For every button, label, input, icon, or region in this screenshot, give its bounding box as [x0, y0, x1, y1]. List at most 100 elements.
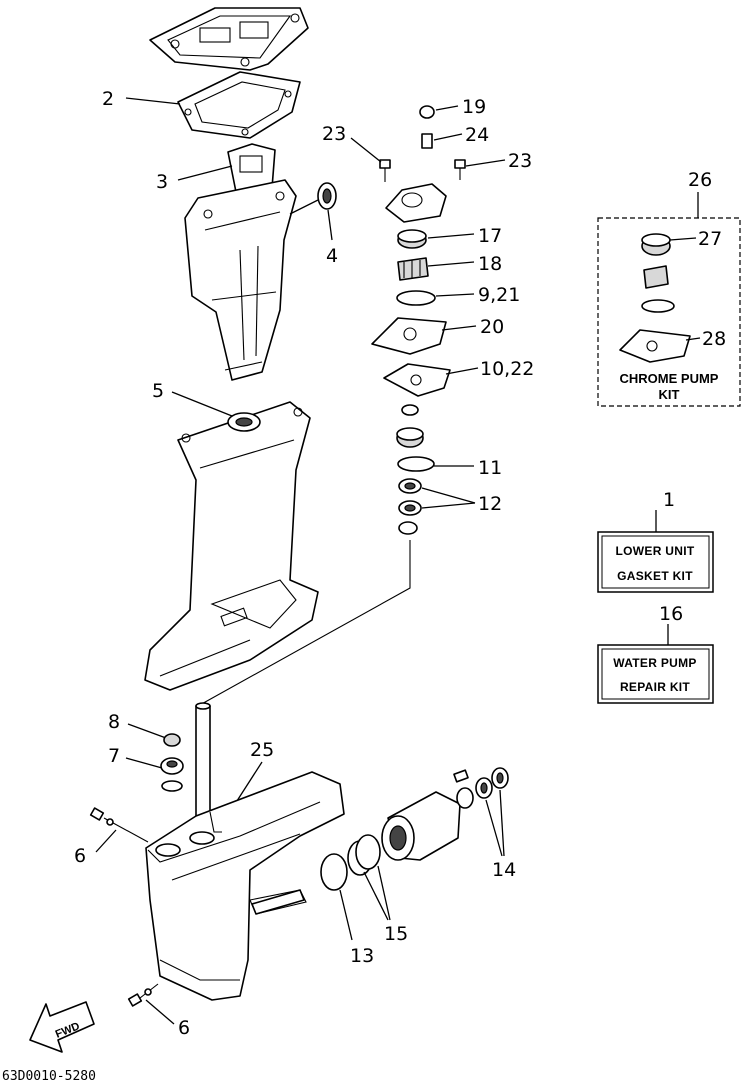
callout-3: 3	[156, 171, 168, 193]
callout-1: 1	[663, 489, 675, 511]
lower-unit-kit-label-1: LOWER UNIT	[616, 544, 695, 558]
grommet-part	[419, 105, 435, 119]
callout-24: 24	[465, 124, 489, 146]
leader-2	[125, 97, 181, 105]
callout-4: 4	[326, 245, 338, 267]
callout-20: 20	[480, 316, 504, 338]
callout-28: 28	[702, 328, 726, 350]
leader-23b	[465, 159, 506, 167]
leader-4	[327, 209, 333, 241]
chrome-impeller-part	[643, 265, 669, 289]
callout-12: 12	[478, 493, 502, 515]
leader-5	[171, 391, 233, 417]
callout-16: 16	[659, 603, 683, 625]
callout-13: 13	[350, 945, 374, 967]
impeller-part	[397, 257, 429, 281]
callout-11: 11	[478, 457, 502, 479]
bolt-part-lower	[127, 983, 159, 1007]
grommet-nut-part	[163, 733, 181, 747]
pump-housing-part	[385, 183, 447, 223]
leader-14a	[485, 799, 503, 857]
leader-15a	[363, 871, 389, 921]
water-tube-plate-part	[227, 143, 276, 193]
propeller-shaft-part	[251, 889, 305, 915]
bearing-housing-gasket-part	[320, 853, 348, 891]
callout-5: 5	[152, 380, 164, 402]
callout-23a: 23	[322, 123, 346, 145]
chrome-kit-label-2: KIT	[659, 387, 680, 402]
leader-10-22	[445, 367, 479, 375]
propeller-shaft-seal-part	[475, 767, 509, 799]
drive-shaft-tube-part	[195, 702, 211, 839]
o-ring-pair-part	[347, 834, 381, 876]
callout-14: 14	[492, 859, 516, 881]
leader-8	[127, 723, 167, 739]
callout-27: 27	[698, 228, 722, 250]
leader-24	[433, 133, 463, 141]
leader-23a	[350, 137, 382, 163]
leader-28	[685, 337, 701, 341]
leader-14b	[499, 789, 505, 857]
upper-casing-part	[184, 179, 297, 381]
chrome-kit-label-1: CHROME PUMP	[620, 371, 719, 386]
o-ring-part	[396, 290, 436, 306]
leader-12b	[421, 502, 476, 509]
callout-17: 17	[478, 225, 502, 247]
pump-base-part	[396, 427, 424, 448]
leader-13	[339, 889, 353, 941]
callout-2: 2	[102, 88, 114, 110]
fwd-arrow-icon	[29, 1001, 95, 1053]
needle-bearing-part	[456, 787, 474, 809]
seal-part	[160, 757, 184, 792]
leader-6b	[145, 999, 175, 1025]
leader-4a	[289, 199, 319, 215]
o-ring-small-part	[397, 456, 435, 472]
pump-gasket-part	[383, 363, 451, 397]
chrome-cartridge-part	[641, 233, 671, 256]
callout-15: 15	[384, 923, 408, 945]
water-pump-kit-label-2: REPAIR KIT	[620, 680, 690, 694]
small-washer-part	[401, 404, 419, 416]
lower-unit-kit-label-2: GASKET KIT	[617, 569, 693, 583]
bearing-housing-part	[381, 769, 469, 861]
leader-15b	[377, 865, 391, 921]
leader-3	[177, 165, 233, 181]
drawing-code: 63D0010-5280	[2, 1069, 96, 1084]
bolt-part-right	[454, 159, 466, 180]
leader-27	[669, 237, 697, 241]
water-pump-kit-label-1: WATER PUMP	[613, 656, 696, 670]
callout-25: 25	[250, 739, 274, 761]
oil-seal-part	[317, 182, 337, 210]
lower-casing-part	[144, 401, 319, 691]
callout-23b: 23	[508, 150, 532, 172]
callout-26: 26	[688, 169, 712, 191]
chrome-pump-kit-box	[597, 217, 741, 407]
outer-plate-part	[371, 317, 447, 355]
bolt-part-left	[379, 159, 391, 182]
callout-8: 8	[108, 711, 120, 733]
callout-6b: 6	[178, 1017, 190, 1039]
leader-7	[125, 757, 163, 769]
gear-case-part	[145, 771, 345, 1001]
shaft-guide-line	[197, 540, 411, 707]
water-pump-repair-kit-box	[597, 644, 714, 704]
callout-10-22: 10,22	[480, 358, 534, 380]
callout-7: 7	[108, 745, 120, 767]
leader-20	[441, 325, 477, 331]
callout-6a: 6	[74, 845, 86, 867]
bolt-part-upper	[89, 807, 149, 843]
lower-washer-part	[398, 521, 418, 535]
leader-6a	[95, 829, 117, 853]
callout-18: 18	[478, 253, 502, 275]
leader-17	[427, 233, 475, 239]
leader-12a	[421, 487, 476, 504]
lower-unit-gasket-kit-box	[597, 531, 714, 593]
upper-gasket-part	[177, 71, 301, 139]
callout-9-21: 9,21	[478, 284, 520, 306]
chrome-o-ring-part	[641, 299, 675, 313]
collar-part	[421, 133, 433, 149]
leader-18	[427, 261, 475, 267]
upper-bracket-part	[149, 7, 309, 71]
leader-9-21	[435, 293, 475, 297]
